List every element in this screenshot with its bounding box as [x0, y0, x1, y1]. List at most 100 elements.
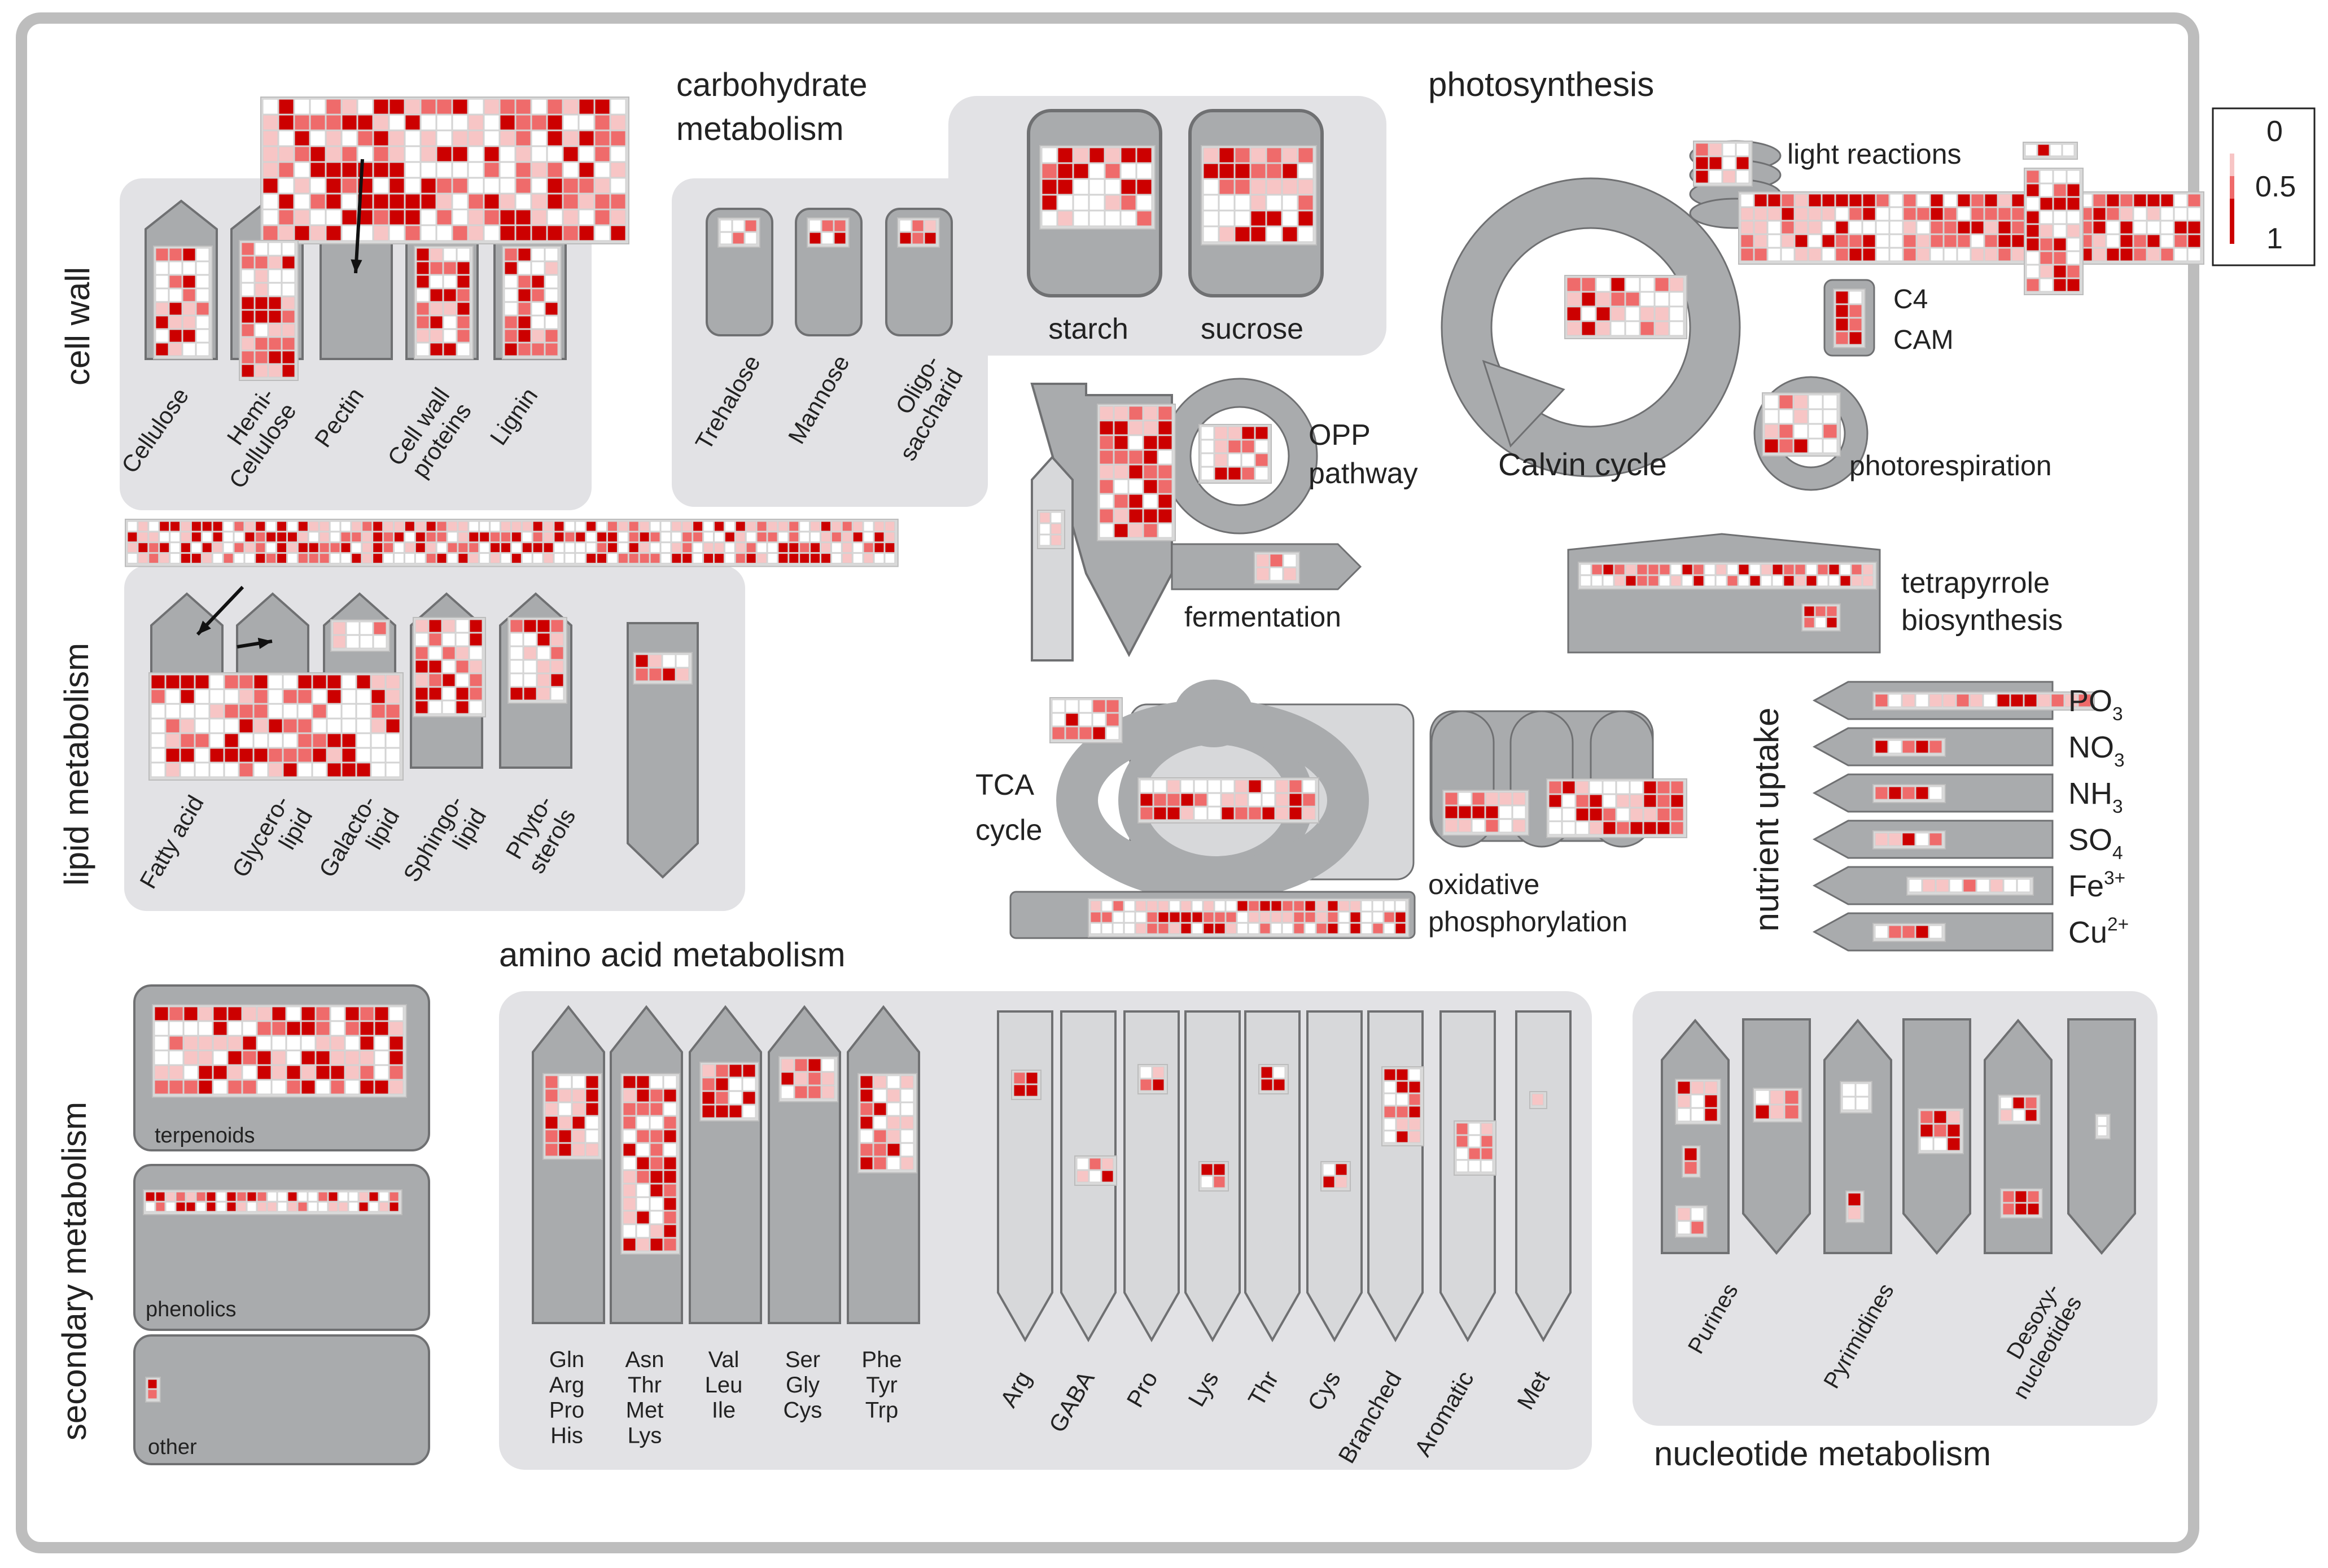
heatmap-cell [1817, 575, 1828, 586]
heatmap-cell [241, 364, 255, 378]
heatmap-cell [332, 635, 346, 649]
heatmap-cell [1767, 207, 1781, 221]
heatmap-cell [842, 521, 852, 532]
heatmap-cell [253, 674, 268, 689]
heatmap-cell [636, 1197, 650, 1211]
heatmap-cell [558, 1143, 572, 1157]
heatmap-cell [297, 674, 312, 689]
heatmap-cell [262, 178, 278, 194]
heatmap-cell [457, 302, 470, 316]
heatmap-cell [1761, 575, 1772, 586]
heatmap-cell [1335, 1176, 1347, 1188]
heatmap-cell [1051, 523, 1062, 535]
heatmap-cell [389, 1006, 404, 1021]
heatmap-cell [268, 283, 282, 296]
heatmap-cell [198, 1080, 213, 1094]
heatmap-cell [724, 532, 735, 542]
heatmap-cell [1808, 424, 1823, 439]
heatmap-cell [415, 660, 428, 673]
heatmap-cell [522, 542, 532, 553]
heatmap-cell [1754, 194, 1767, 207]
heatmap-cell [310, 115, 326, 130]
heatmap-cell [405, 146, 421, 162]
heatmap-cell [373, 621, 387, 635]
amino-family-shape [768, 1005, 841, 1324]
heatmap-cell [663, 1116, 677, 1129]
heatmap-cell [729, 1078, 742, 1091]
heatmap-cell [436, 542, 447, 553]
heatmap-cell [610, 178, 626, 194]
heatmap-cell [447, 553, 458, 564]
heatmap-cell [2002, 1203, 2015, 1215]
heatmap-cell [1727, 564, 1738, 575]
heatmap-cell [442, 700, 456, 714]
heatmap-cell [1682, 564, 1693, 575]
starch-heatmap [1039, 145, 1156, 230]
heatmap-cell [1767, 248, 1781, 261]
heatmap-cell [1793, 395, 1808, 409]
heatmap-cell [456, 646, 469, 660]
heatmap-cell [789, 532, 799, 542]
heatmap-cell [1727, 575, 1738, 586]
heatmap-cell [1562, 821, 1576, 835]
heatmap-cell [1835, 248, 1849, 261]
heatmap-cell [511, 521, 522, 532]
heatmap-cell [2053, 238, 2067, 251]
heatmap-cell [1114, 523, 1128, 538]
heatmap-cell [312, 689, 327, 704]
heatmap-cell [1275, 793, 1289, 807]
heatmap-cell [597, 542, 607, 553]
heatmap-cell [145, 1192, 155, 1202]
heatmap-cell [1323, 1163, 1335, 1176]
heatmap-cell [379, 1202, 389, 1212]
heatmap-cell [1971, 234, 1984, 248]
heatmap-cell [244, 542, 255, 553]
heatmap-cell [348, 1202, 358, 1212]
heatmap-cell [887, 1157, 900, 1170]
heatmap-cell [1259, 900, 1271, 912]
heatmap-cell [272, 1036, 286, 1050]
heatmap-cell [1143, 465, 1158, 479]
heatmap-cell [860, 1157, 873, 1170]
heatmap-cell [312, 674, 327, 689]
heatmap-cell [1445, 792, 1458, 805]
heatmap-cell [1136, 211, 1152, 226]
heatmap-cell [860, 1075, 873, 1089]
heatmap-cell [272, 1080, 286, 1094]
heatmap-cell [416, 329, 430, 343]
heatmap-cell [327, 704, 342, 719]
heatmap-cell [1228, 467, 1241, 480]
heatmap-cell [262, 146, 278, 162]
heatmap-cell [242, 1050, 257, 1065]
heatmap-cell [821, 220, 834, 232]
glycolysis-heatmap [1097, 404, 1176, 541]
heatmap-cell [618, 521, 628, 532]
heatmap-cell [405, 178, 421, 194]
heatmap-cell [586, 542, 597, 553]
heatmap-cell [159, 532, 170, 542]
heatmap-cell [262, 99, 278, 115]
heatmap-cell [452, 115, 468, 130]
heatmap-cell [1226, 912, 1237, 923]
heatmap-cell [703, 553, 714, 564]
heatmap-cell [182, 261, 196, 275]
heatmap-cell [1481, 1123, 1493, 1135]
heatmap-cell [224, 763, 239, 777]
heatmap-cell [469, 619, 483, 633]
heatmap-cell [2067, 278, 2080, 292]
heatmap-cell [278, 146, 294, 162]
heatmap-cell [1640, 321, 1655, 336]
heatmap-cell [821, 232, 834, 244]
heatmap-cell [852, 553, 863, 564]
heatmap-cell [1804, 617, 1815, 628]
other-shape [133, 1334, 430, 1465]
heatmap-cell [735, 542, 746, 553]
lipid-transport-shape [627, 622, 699, 879]
amino-pathway-shape [997, 1010, 1053, 1343]
heatmap-cell [682, 553, 693, 564]
heatmap-cell [278, 99, 294, 115]
heatmap-cell [1770, 1105, 1784, 1119]
heatmap-cell [297, 553, 308, 564]
photorespiration-heatmap [1762, 392, 1841, 457]
heatmap-cell [268, 763, 283, 777]
